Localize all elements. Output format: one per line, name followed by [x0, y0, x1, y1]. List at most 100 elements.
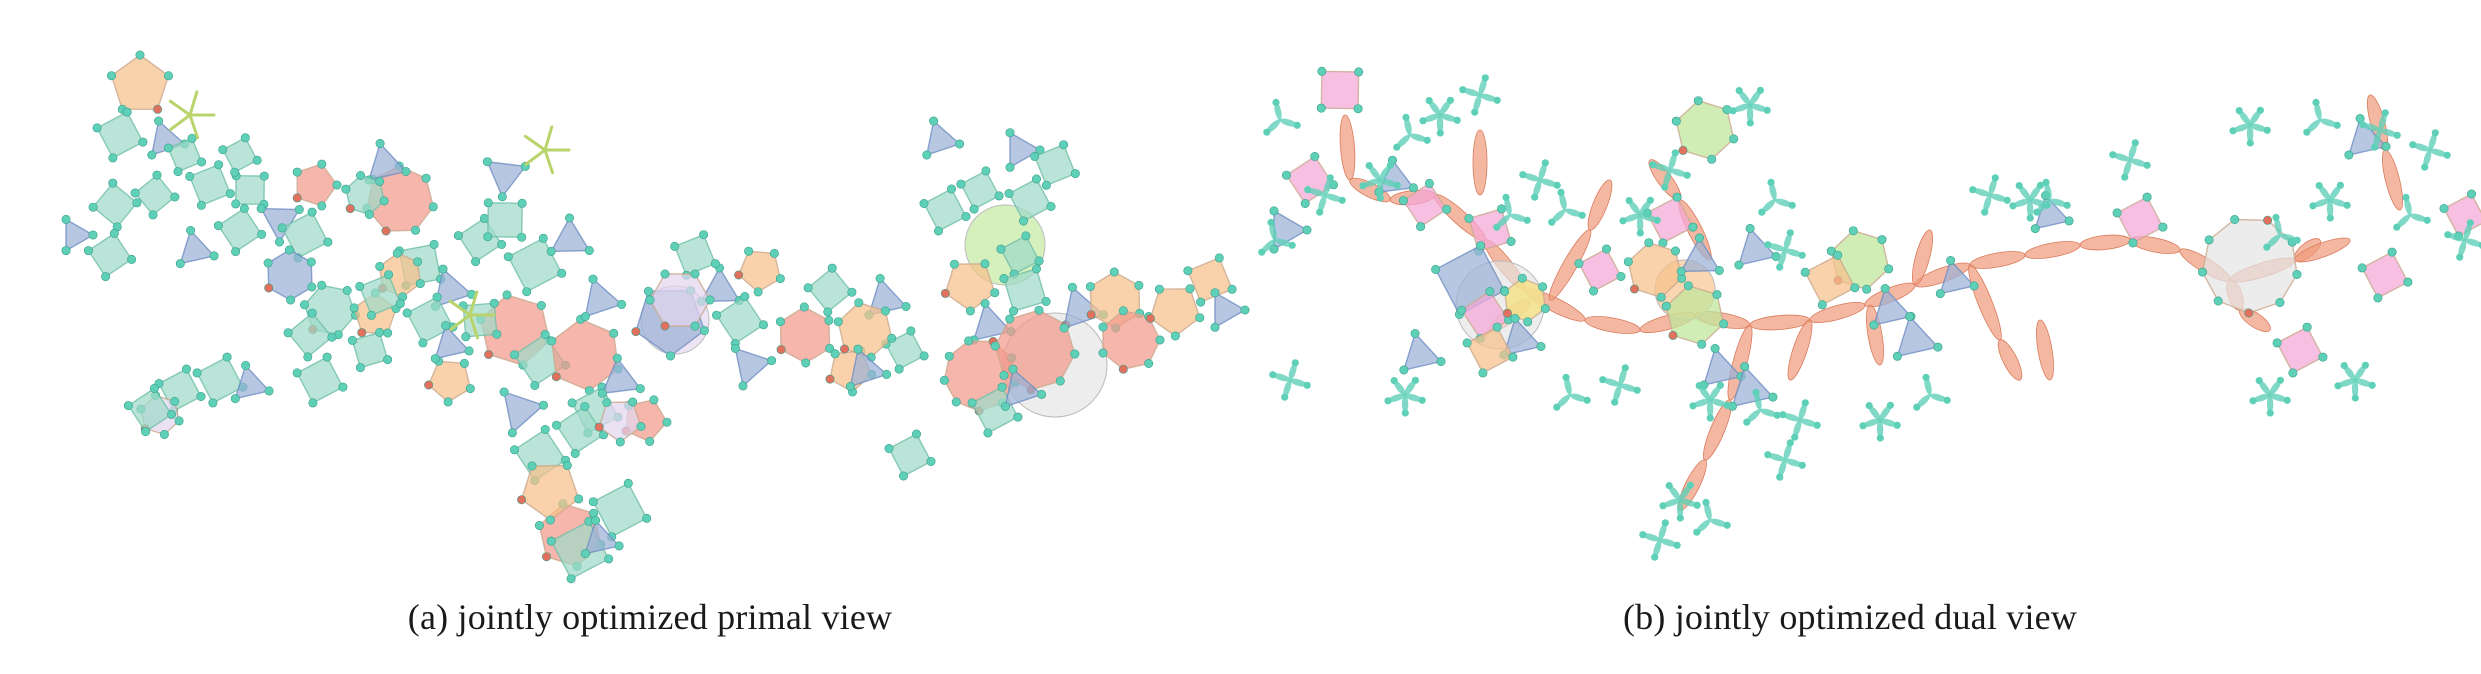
leaf-node	[2381, 109, 2389, 117]
vertex-node	[609, 328, 619, 338]
leaf-node	[1583, 396, 1591, 404]
vertex-node	[383, 328, 393, 338]
pentagon-face	[520, 464, 580, 521]
vertex-node	[738, 381, 748, 391]
leaf-petal	[2018, 185, 2031, 201]
vertex-node	[175, 259, 185, 269]
vertex-node	[1170, 331, 1180, 341]
vertex-node	[1540, 304, 1550, 314]
vertex-node	[540, 424, 550, 434]
edge-spoke	[188, 113, 200, 140]
vertex-node	[464, 346, 474, 356]
leaf-petal	[1782, 413, 1801, 422]
vertex-node	[1086, 310, 1096, 320]
leaf-node	[2343, 201, 2351, 209]
leaf-node	[1269, 371, 1277, 379]
vertex-node	[901, 301, 911, 311]
leaf-petal	[1439, 100, 1452, 116]
leaf-node	[2009, 202, 2017, 210]
vertex-node	[135, 50, 145, 60]
vertex-node	[484, 349, 494, 359]
leaf-petal	[1436, 115, 1444, 133]
leaf-node	[1661, 519, 1669, 527]
vertex-node	[2467, 189, 2477, 199]
leaf-petal	[1622, 213, 1641, 223]
triangle-face	[1214, 291, 1247, 329]
leaf-petal	[1746, 409, 1761, 423]
vertex-node	[497, 239, 507, 249]
leaf-node	[1523, 216, 1531, 224]
leaf-petal	[2029, 185, 2042, 201]
leaf-petal	[1564, 208, 1583, 217]
vertex-node	[355, 363, 365, 373]
vertex-node	[395, 299, 405, 309]
leaf-node	[1665, 482, 1673, 490]
leaf-node	[1723, 401, 1731, 409]
vertex-node	[623, 478, 633, 488]
leaf-petal	[1972, 188, 1991, 197]
leaf-petal	[1564, 377, 1572, 396]
vertex-node	[317, 280, 327, 290]
vertex-node	[660, 321, 670, 331]
vertex-node	[349, 303, 359, 313]
leaf-petal	[2123, 159, 2132, 178]
vertex-node	[1506, 237, 1516, 247]
vertex-node	[259, 171, 269, 181]
vertex-node	[292, 193, 302, 203]
leaf-petal	[1318, 194, 1327, 213]
pentagon-face	[296, 163, 338, 207]
vertex-node	[2197, 267, 2207, 277]
vertex-node	[594, 422, 604, 432]
dual-graph	[1258, 66, 2481, 561]
leaf-petal	[1462, 88, 1481, 97]
vertex-node	[218, 145, 228, 155]
leaf-petal	[2249, 123, 2268, 132]
vertex-node	[123, 401, 133, 411]
leaf-node	[1752, 388, 1760, 396]
vertex-node	[1476, 241, 1486, 251]
vertex-node	[643, 286, 653, 296]
vertex-node	[401, 167, 411, 177]
vertex-node	[147, 150, 157, 160]
vertex-node	[1070, 169, 1080, 179]
vertex-node	[1644, 238, 1654, 248]
leaf-node	[2015, 182, 2023, 190]
leaf-petal	[1709, 398, 1728, 407]
square-face	[1468, 208, 1512, 252]
vertex-node	[1676, 266, 1686, 276]
leaf-node	[2143, 161, 2151, 169]
vertex-node	[109, 228, 119, 238]
square-face	[807, 267, 853, 313]
leaf-petal	[2246, 125, 2254, 143]
vertex-node	[1431, 264, 1441, 274]
leaf-node	[1683, 171, 1691, 179]
leaf-node	[2246, 139, 2254, 147]
edge-petal	[1997, 339, 2023, 381]
leaf-petal	[1393, 380, 1406, 396]
vertex-node	[1185, 284, 1195, 294]
vertex-node	[1183, 266, 1193, 276]
vertex-node	[1683, 281, 1693, 291]
leaf-node	[1281, 393, 1289, 401]
leaf-petal	[1533, 179, 1542, 198]
leaf-petal	[2354, 378, 2373, 387]
leaf-petal	[1692, 398, 1711, 408]
leaf-petal	[1642, 533, 1661, 542]
leaf-node	[1676, 514, 1684, 522]
vertex-node	[2439, 204, 2449, 214]
vertex-node	[1240, 305, 1250, 315]
vertex-node	[303, 352, 313, 362]
leaf-petal	[1613, 384, 1622, 403]
leaf-petal	[2409, 213, 2428, 222]
vertex-node	[317, 201, 327, 211]
leaf-petal	[1709, 518, 1728, 527]
edge-spoke	[448, 299, 472, 317]
leaf-node	[1859, 422, 1867, 430]
vertex-node	[1408, 183, 1418, 193]
leaf-node	[2256, 106, 2264, 114]
vertex-node	[182, 364, 192, 374]
leaf-node	[1706, 414, 1714, 422]
vertex-node	[527, 461, 537, 471]
vertex-node	[775, 317, 785, 327]
leaf-node	[1695, 382, 1703, 390]
